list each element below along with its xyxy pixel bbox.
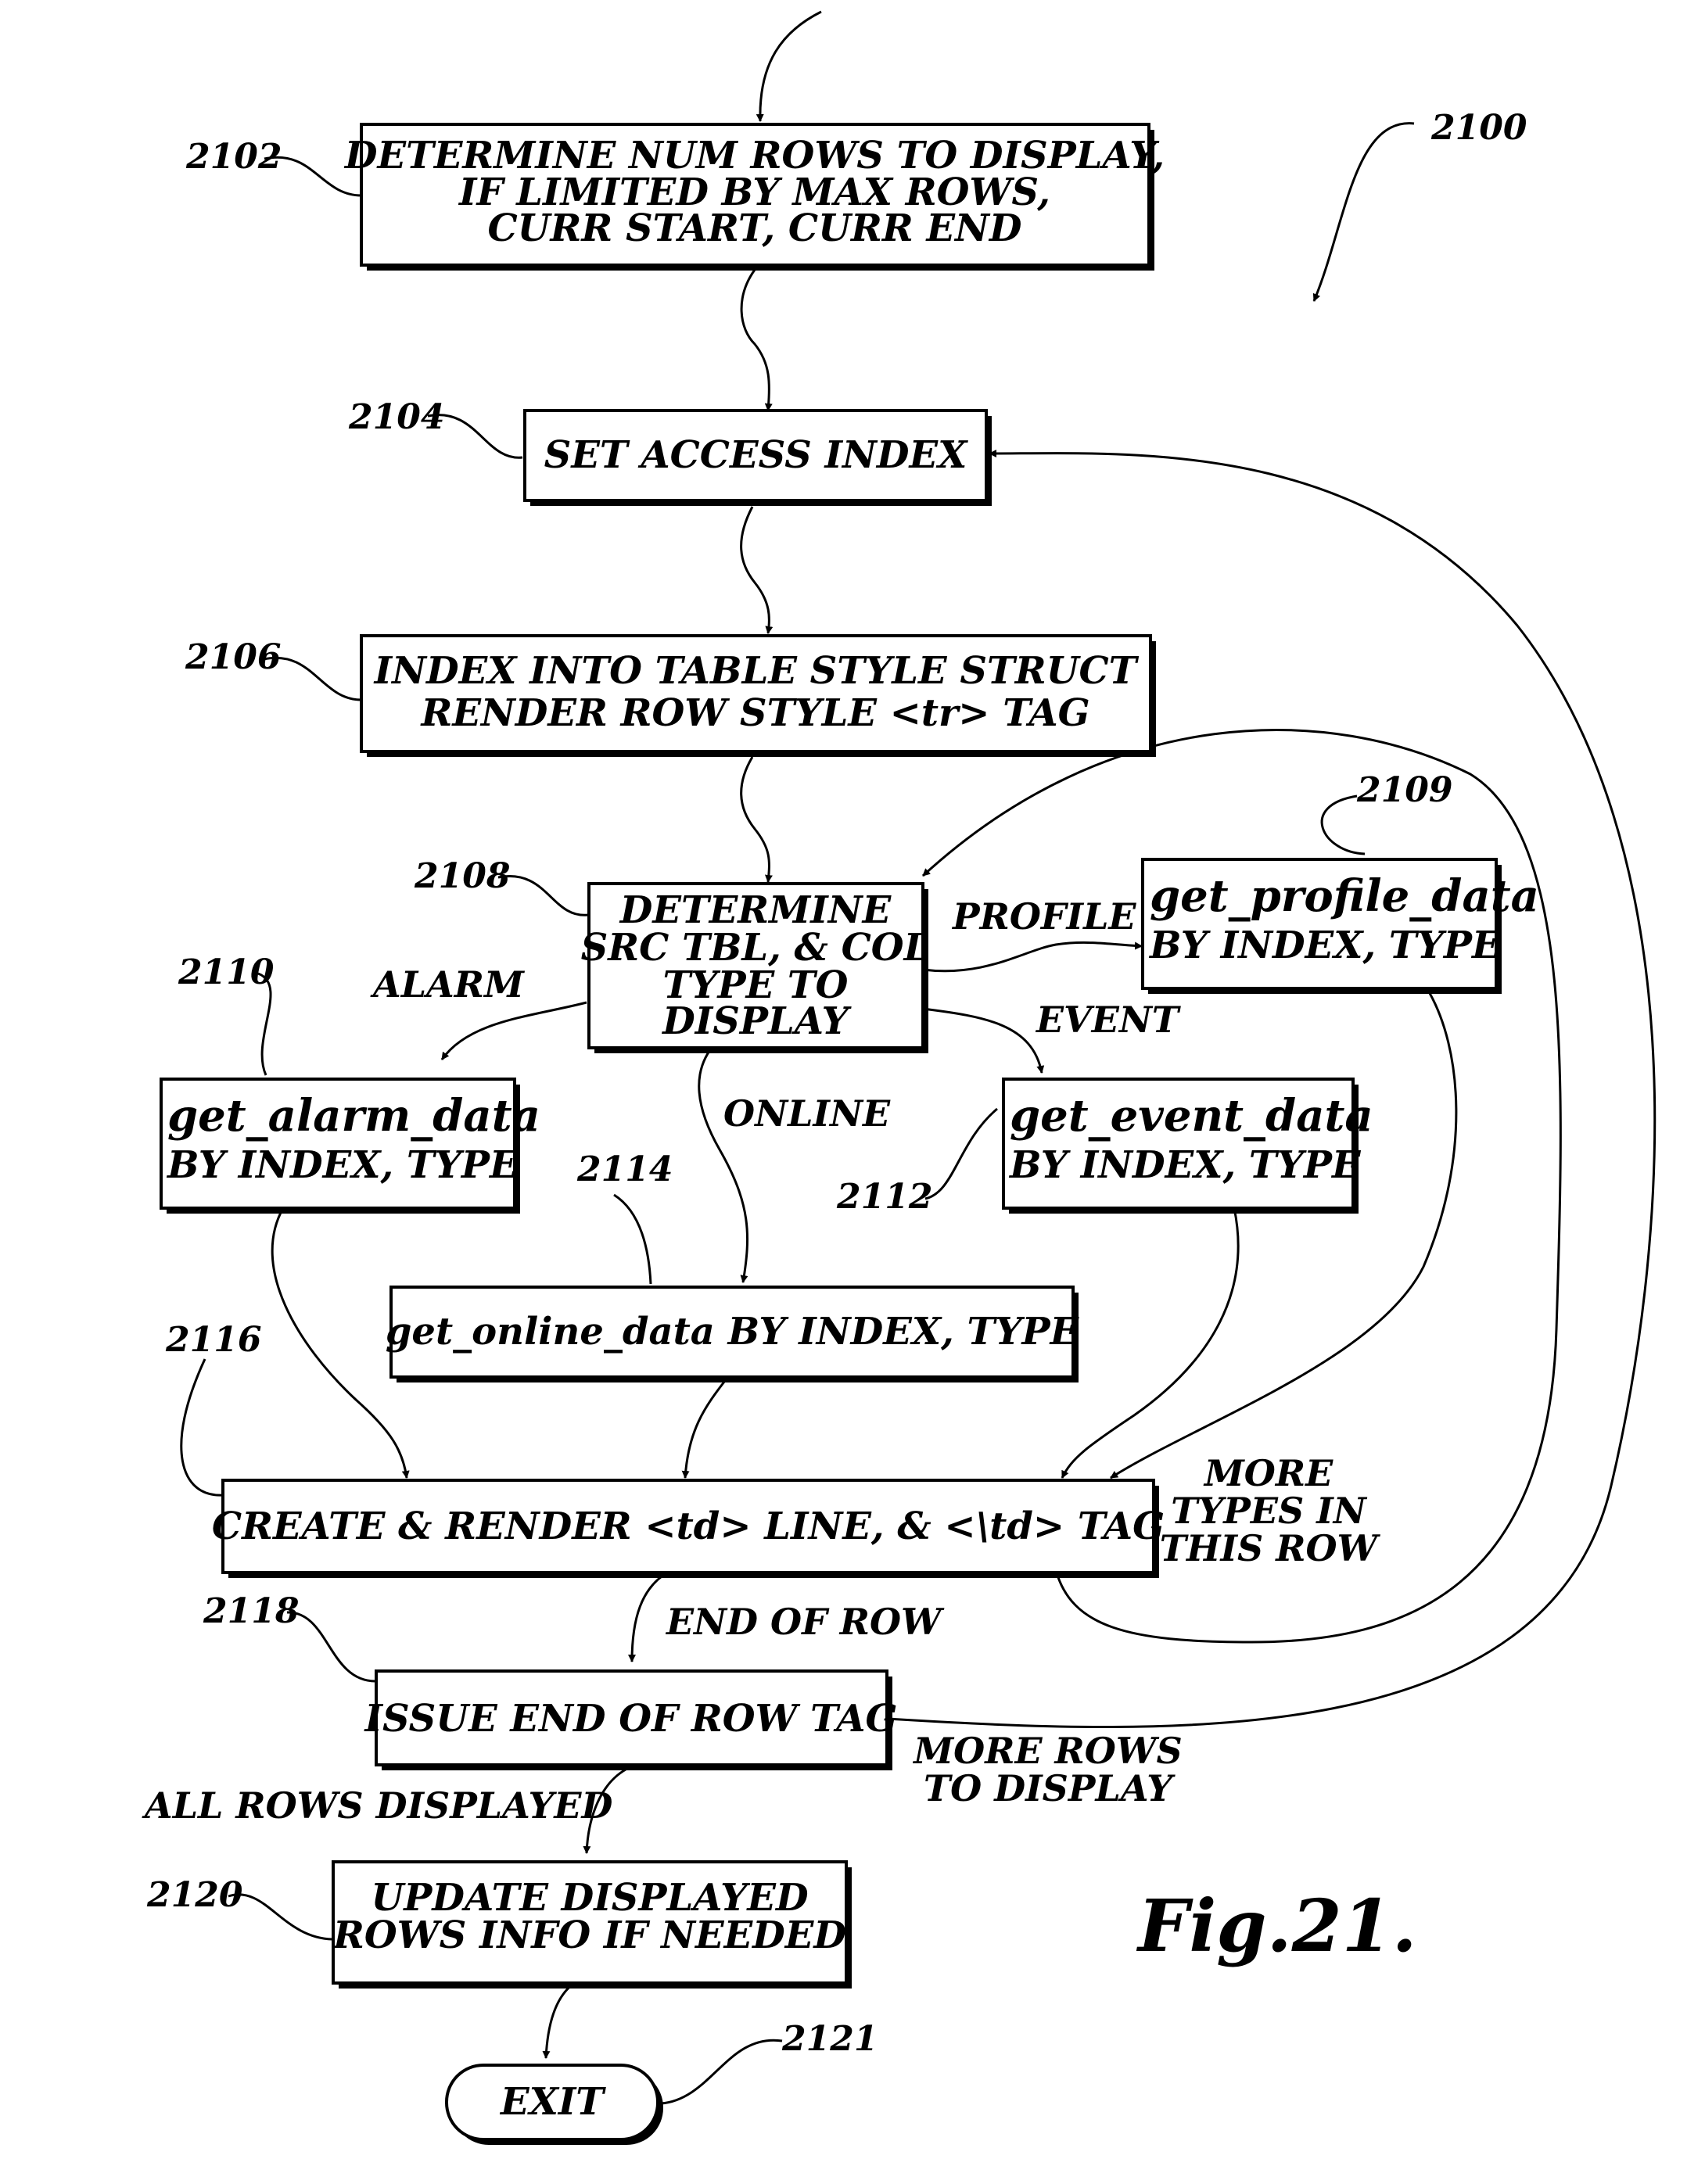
ref-2102: 2102	[185, 137, 282, 177]
label-online: ONLINE	[723, 1092, 891, 1135]
arrow-profile-2116	[1111, 989, 1456, 1478]
ref-2112: 2112	[836, 1177, 932, 1217]
figure-caption: Fig.21.	[1136, 1884, 1417, 1968]
arrow-2104-2106	[741, 507, 770, 633]
box-2114-line-1: get_online_data BY INDEX, TYPE	[386, 1310, 1080, 1354]
label-more-types-line-2: TYPES IN	[1171, 1490, 1367, 1532]
box-2110-line-2: BY INDEX, TYPE	[166, 1143, 519, 1187]
arrow-to-exit	[546, 1978, 583, 2058]
arrow-event	[923, 1009, 1042, 1073]
exit-label: EXIT	[499, 2080, 606, 2124]
box-2110-line-1: get_alarm_data	[167, 1090, 540, 1142]
arrow-online-2116	[685, 1378, 727, 1478]
box-2104-line-1: SET ACCESS INDEX	[544, 433, 968, 477]
label-more-rows-line-1: MORE ROWS	[912, 1730, 1182, 1772]
box-2112-line-2: BY INDEX, TYPE	[1008, 1143, 1362, 1187]
box-2108-line-4: DISPLAY	[661, 999, 852, 1043]
label-end-of-row: END OF ROW	[665, 1601, 945, 1643]
ref-2121: 2121	[781, 2019, 878, 2059]
arrow-2106-2108	[741, 757, 770, 882]
arrow-end-of-row	[632, 1572, 669, 1662]
arrow-event-2116	[1062, 1208, 1238, 1478]
ref-2114: 2114	[576, 1149, 673, 1189]
label-more-types-line-1: MORE	[1203, 1452, 1333, 1494]
box-2106-line-1: INDEX INTO TABLE STYLE STRUCT	[373, 649, 1140, 693]
label-all-rows-displayed: ALL ROWS DISPLAYED	[142, 1784, 612, 1827]
entry-arrow	[760, 12, 821, 121]
box-2109-line-2: BY INDEX, TYPE	[1148, 923, 1502, 967]
box-2116-line-1: CREATE & RENDER <td> LINE, & <\td> TAG	[212, 1504, 1165, 1548]
ref-2120: 2120	[146, 1875, 243, 1915]
box-2102-line-3: CURR START, CURR END	[487, 206, 1021, 250]
ref-2110: 2110	[178, 952, 275, 992]
box-2106-line-2: RENDER ROW STYLE <tr> TAG	[419, 691, 1089, 735]
ref-2100: 2100	[1430, 108, 1527, 148]
box-2112-line-1: get_event_data	[1010, 1090, 1373, 1142]
ref-2109: 2109	[1356, 770, 1452, 810]
box-2109-line-1: get_profile_data	[1150, 870, 1539, 922]
ref-2116: 2116	[165, 1320, 261, 1360]
label-more-types-line-3: THIS ROW	[1160, 1527, 1381, 1569]
label-alarm: ALARM	[370, 963, 526, 1006]
label-more-rows-line-2: TO DISPLAY	[924, 1767, 1176, 1809]
ref-2108: 2108	[414, 856, 510, 896]
arrow-online	[699, 1018, 751, 1282]
arrow-alarm	[442, 1002, 587, 1060]
box-2120-line-2: ROWS INFO IF NEEDED	[332, 1913, 846, 1957]
arrow-2102-2104	[741, 270, 769, 411]
box-2118-line-1: ISSUE END OF ROW TAG	[364, 1697, 898, 1741]
label-profile: PROFILE	[951, 895, 1136, 938]
arrow-profile	[923, 942, 1142, 970]
ref-2106: 2106	[185, 637, 281, 677]
label-event: EVENT	[1035, 999, 1182, 1041]
ref-2118: 2118	[203, 1591, 299, 1631]
ref-2104: 2104	[348, 397, 444, 437]
